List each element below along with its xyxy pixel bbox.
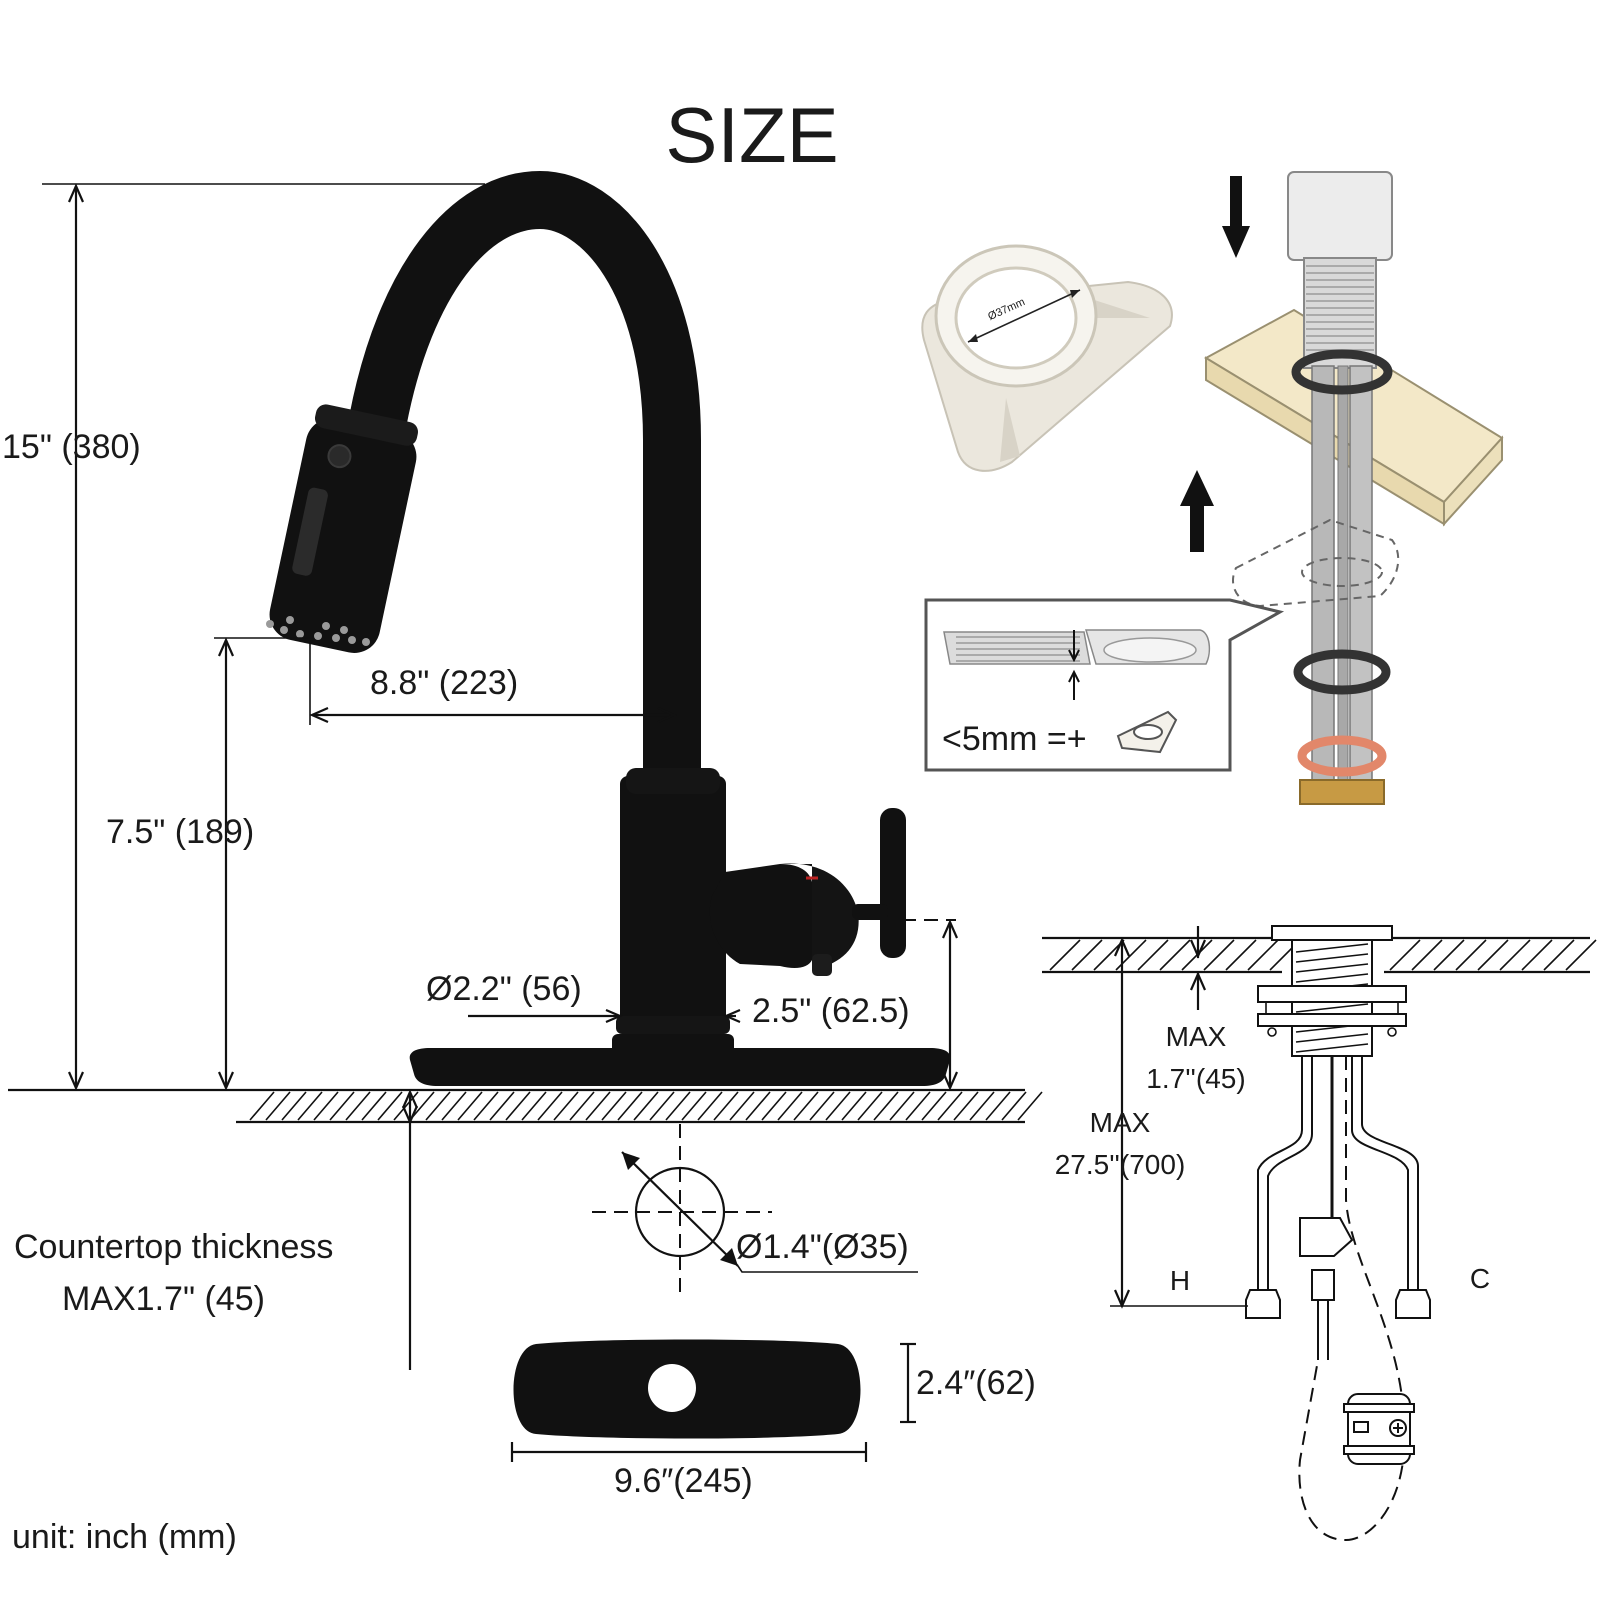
deck-plate-top-view: 2.4″(62) 9.6″(245) [510,1339,1036,1500]
thin-sink-note: <5mm =+ [942,720,1087,758]
spout-height-label: 7.5" (189) [106,813,254,851]
deck-plate-side [409,1048,951,1086]
install-inset: Ø37mm [921,171,1504,805]
up-arrow-icon [1180,470,1214,552]
base-diameter-label: Ø2.2" (56) [426,970,582,1008]
hole-diameter-label: Ø1.4"(Ø35) [736,1228,909,1266]
faucet-body [620,776,726,1024]
support-ring: Ø37mm [921,244,1173,472]
max-value-b: 27.5''(700) [1055,1149,1186,1180]
countertop-thickness-label: Countertop thickness [14,1228,333,1266]
faucet-handle-cartridge [709,864,812,968]
spray-head [269,404,418,653]
support-ring-mini-icon [1116,710,1178,754]
spray-nozzles [266,616,370,646]
max-value-a: 1.7''(45) [1146,1063,1245,1094]
max-label-a: MAX [1166,1021,1227,1052]
diagram-title: SIZE [665,91,838,179]
hot-label: H [1170,1265,1190,1296]
plate-height-label: 2.4″(62) [916,1364,1036,1402]
under-sink-diagram: MAX 1.7''(45) MAX 27.5''(700) H C [1042,925,1597,1542]
mounting-hole-diagram: Ø1.4"(Ø35) [592,1124,918,1300]
cold-label: C [1470,1263,1490,1294]
handle-height-label: 2.5" (62.5) [752,992,910,1030]
max-label-b: MAX [1090,1107,1151,1138]
sink-thumbnail [943,629,1211,700]
dimension-total-height: 15" (380) [2,183,485,1091]
dimension-handle-height: 2.5" (62.5) [752,919,959,1091]
unit-note: unit: inch (mm) [12,1518,237,1556]
faucet-spout [349,170,701,790]
dimension-base-diameter: Ø2.2" (56) [426,970,741,1024]
faucet-illustration [266,170,951,1086]
total-height-label: 15" (380) [2,428,141,466]
down-arrow-icon [1222,176,1250,258]
faucet-lever [880,808,906,958]
spout-reach-label: 8.8" (223) [370,664,518,702]
dimension-countertop: Countertop thickness MAX1.7" (45) [14,1089,419,1370]
dimension-spout-height: 7.5" (189) [106,637,310,1091]
countertop-max-label: MAX1.7" (45) [62,1280,265,1318]
plate-width-label: 9.6″(245) [614,1462,753,1500]
countertop-section [8,1088,1043,1124]
dimension-spout-reach: 8.8" (223) [309,640,677,725]
